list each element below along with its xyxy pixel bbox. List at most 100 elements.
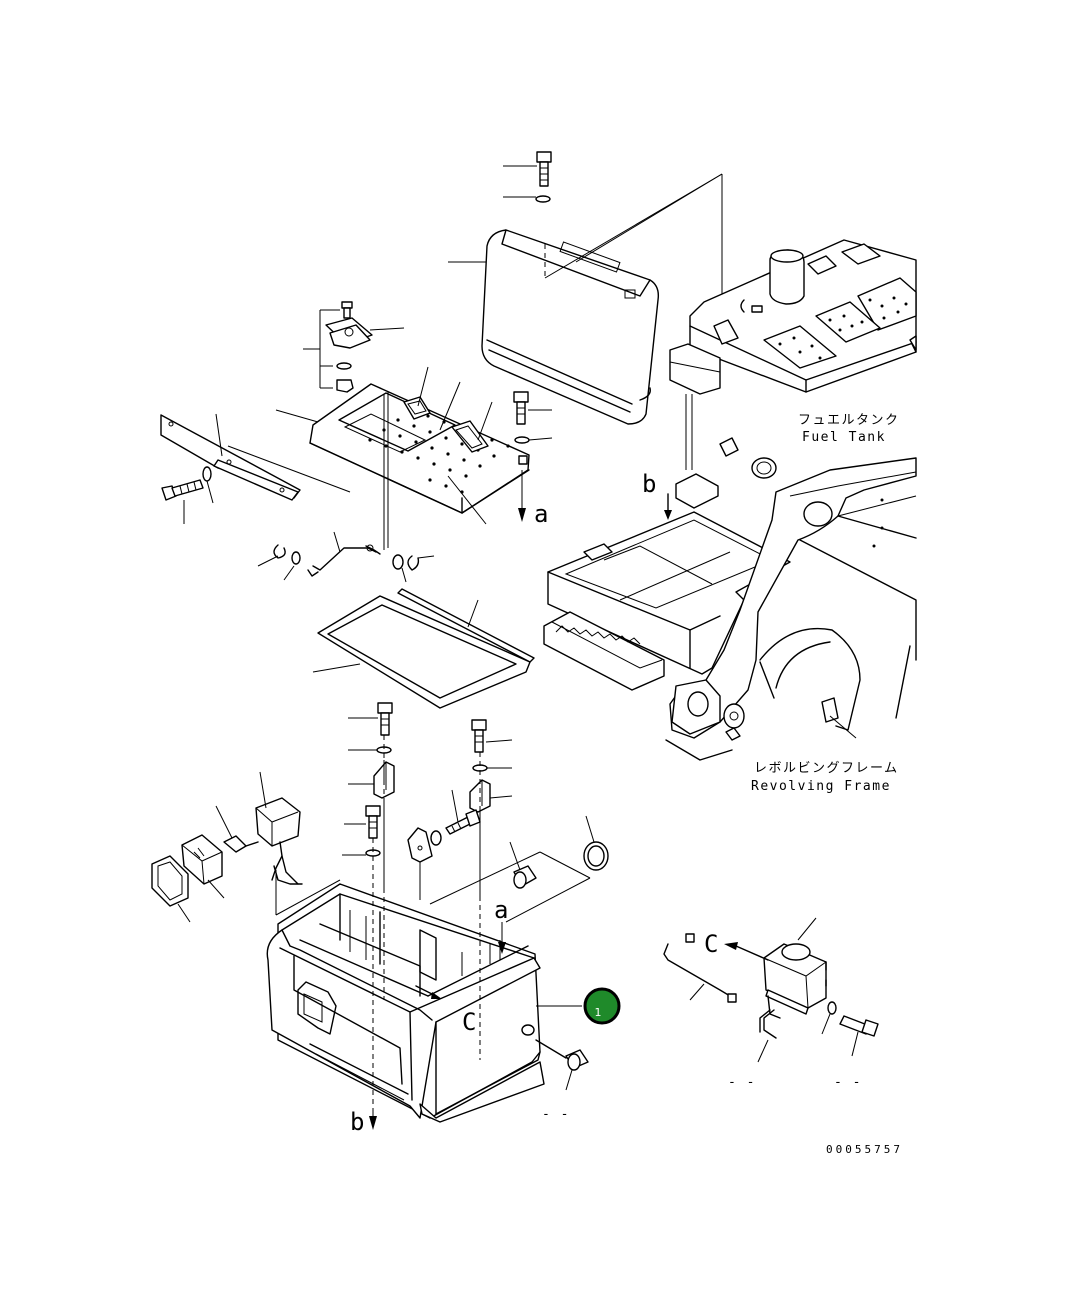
lid-right-bolt (513, 391, 529, 425)
view-letter-a-bottom: a (494, 896, 508, 924)
hinge-washer (202, 466, 212, 482)
hose-connector-1 (685, 933, 695, 943)
toolbox-body (266, 883, 545, 1123)
reservoir-outlet-hose-2 (759, 1009, 771, 1033)
fuel-tank-bracket (669, 319, 739, 395)
lamp-socket (223, 835, 259, 853)
revolving-frame-label-en: Revolving Frame (751, 779, 891, 794)
snap-pin-right (407, 555, 435, 571)
leader-latch-plate-3 (477, 401, 493, 441)
side-bolt (445, 809, 481, 835)
leader-reservoir-bolt (851, 1031, 859, 1057)
work-light (255, 797, 301, 885)
revolving-frame (543, 437, 917, 761)
leader-rubber-ring (585, 815, 595, 843)
box-bolt-right-top (471, 719, 487, 753)
leader-hinge-plate (215, 413, 223, 457)
reservoir-tank (763, 943, 827, 1019)
partial-label-reservoir-left: - - (728, 1075, 756, 1090)
arrow-c-box-head (431, 992, 442, 999)
leader-lid-right-washer (528, 437, 553, 441)
line-ring-to-box (539, 851, 591, 879)
bracket-right (469, 779, 491, 813)
line-grommet-guide-1 (429, 851, 541, 905)
revolving-frame-label-jp: レボルビングフレーム (754, 761, 899, 776)
leader-side-bolt (451, 789, 459, 823)
leader-reservoir-washer (821, 1013, 831, 1035)
drain-plug (535, 1039, 589, 1071)
reservoir-outlet-hose (763, 1009, 777, 1039)
lamp-gasket (151, 855, 189, 907)
leader-lamp-gasket (177, 903, 191, 923)
leader-hinge-washer (206, 480, 214, 504)
arrow-b-bottom-head (369, 1116, 377, 1130)
leader-reservoir-hose (689, 983, 705, 1001)
box-bolt-left-mid (365, 805, 381, 839)
lid-perforations (368, 408, 510, 494)
view-letter-c-reservoir: C (704, 930, 718, 958)
drawing-number: 00055757 (826, 1143, 903, 1156)
callout-1-number: 1 (595, 1006, 602, 1019)
bracket-small (407, 827, 433, 863)
leader-box-bolt-right-top (485, 739, 513, 743)
toolbox-lid (309, 383, 530, 514)
callout-1-circle[interactable] (583, 987, 621, 1025)
reservoir-washer (827, 1001, 837, 1015)
leader-clip-right (401, 567, 407, 583)
leader-clip-washer-left (283, 565, 295, 581)
leader-gasket-strip (467, 599, 479, 628)
wire-end (273, 865, 303, 885)
stay-rod (307, 544, 381, 577)
leader-grommet (509, 841, 521, 871)
leader-reservoir-outlet (757, 1039, 769, 1063)
fuel-tank-label-en: Fuel Tank (802, 430, 886, 445)
grommet (513, 865, 537, 889)
leader-stay-rod (333, 531, 341, 553)
arrow-a-bottom-head (498, 942, 506, 954)
arrow-b-top-head (664, 510, 672, 520)
latch-set (303, 301, 373, 393)
view-letter-b-bottom: b (350, 1108, 364, 1136)
partial-label-reservoir-right: - - (834, 1075, 862, 1090)
leader-drain-plug (565, 1069, 573, 1091)
line-grommet-guide-2 (505, 877, 591, 923)
gasket-frame (317, 595, 531, 709)
view-letter-b-top: b (642, 470, 656, 498)
fuel-tank-label-jp: フュエルタンク (798, 413, 900, 428)
side-washer (430, 830, 442, 846)
line-hinge-to-lid (227, 445, 351, 493)
box-bolt-left-top (377, 702, 393, 736)
leader-lid-perforated (447, 475, 487, 525)
view-letter-a-top: a (534, 500, 548, 528)
arrow-a-top-head (518, 508, 526, 522)
partial-label-plug: - - (542, 1107, 570, 1122)
leader-lamp-socket (215, 805, 233, 839)
leader-frame-rib (829, 715, 857, 739)
reservoir-bolt (839, 1015, 879, 1037)
wire-light-to-box-2 (275, 879, 341, 916)
leader-work-light (259, 771, 267, 809)
leader-lamp-housing (207, 879, 225, 899)
leader-latch-plate-1 (417, 366, 429, 407)
hose-connector-2 (727, 993, 737, 1003)
gasket-strip (397, 588, 535, 663)
leader-gasket-frame (312, 663, 361, 673)
arrow-c-reservoir-head (724, 942, 738, 950)
top-washer (535, 195, 551, 203)
clip-washer-right (392, 554, 404, 570)
callout-1[interactable]: 1 (583, 987, 621, 1025)
arrow-c-reservoir-shaft (735, 945, 769, 961)
fuel-tank (689, 239, 917, 393)
lamp-housing (181, 834, 223, 885)
hinge-plate (160, 414, 301, 501)
line-to-frame-top (575, 173, 723, 263)
snap-pin-left (257, 544, 286, 567)
view-letter-c-box: C (462, 1008, 476, 1036)
leader-latch (369, 327, 405, 331)
leader-toolbox-lid (275, 409, 319, 423)
leader-reservoir (797, 917, 817, 941)
leader-bracket-right (489, 795, 513, 799)
leader-latch-plate-2 (439, 381, 461, 431)
rubber-ring (583, 841, 609, 871)
